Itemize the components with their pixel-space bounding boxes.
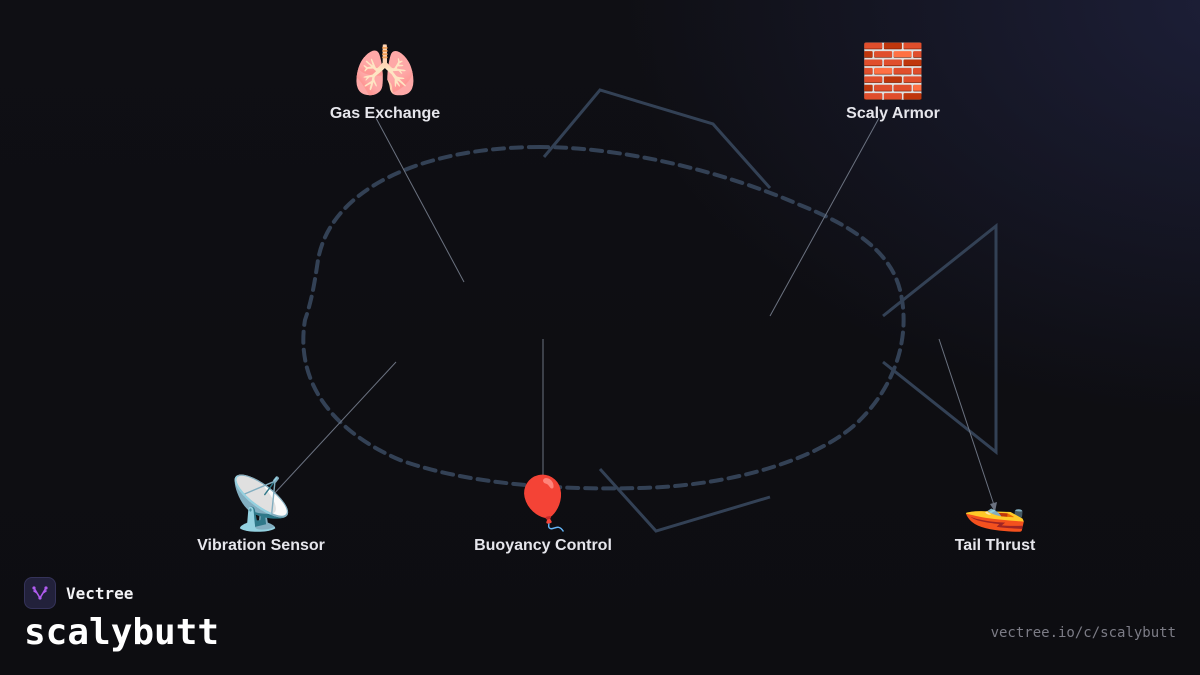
tree-branch-icon xyxy=(24,577,56,609)
satellite-dish-icon: 📡 xyxy=(228,475,294,533)
brand: Vectree xyxy=(24,577,133,609)
page-title: scalybutt xyxy=(24,612,220,653)
node-gas-exchange[interactable]: 🫁 Gas Exchange xyxy=(330,42,440,124)
leader-arrowhead-tail-thrust xyxy=(990,502,997,512)
leader-line-vibration-sensor xyxy=(271,361,397,497)
ventral-fin xyxy=(598,467,771,533)
speedboat-icon: 🚤 xyxy=(962,475,1028,533)
brick-icon: 🧱 xyxy=(860,43,926,101)
node-tail-thrust[interactable]: 🚤 Tail Thrust xyxy=(955,474,1036,556)
fish-body-outline xyxy=(301,144,906,491)
node-label-tail-thrust: Tail Thrust xyxy=(954,537,1036,554)
node-label-buoyancy-control: Buoyancy Control xyxy=(474,537,612,554)
lungs-icon: 🫁 xyxy=(352,43,418,101)
node-label-gas-exchange: Gas Exchange xyxy=(329,105,441,122)
dorsal-fin xyxy=(542,88,772,189)
leader-line-scaly-armor xyxy=(769,117,880,317)
leader-line-tail-thrust xyxy=(938,338,996,509)
node-label-vibration-sensor: Vibration Sensor xyxy=(197,537,325,554)
page-url[interactable]: vectree.io/c/scalybutt xyxy=(990,625,1176,641)
leader-line-gas-exchange xyxy=(375,117,465,283)
node-scaly-armor[interactable]: 🧱 Scaly Armor xyxy=(846,42,940,124)
balloon-icon: 🎈 xyxy=(510,475,576,533)
brand-name: Vectree xyxy=(66,583,134,603)
node-label-scaly-armor: Scaly Armor xyxy=(846,105,940,122)
node-buoyancy-control[interactable]: 🎈 Buoyancy Control xyxy=(474,474,612,556)
node-vibration-sensor[interactable]: 📡 Vibration Sensor xyxy=(197,474,325,556)
tail-fin xyxy=(882,222,998,456)
